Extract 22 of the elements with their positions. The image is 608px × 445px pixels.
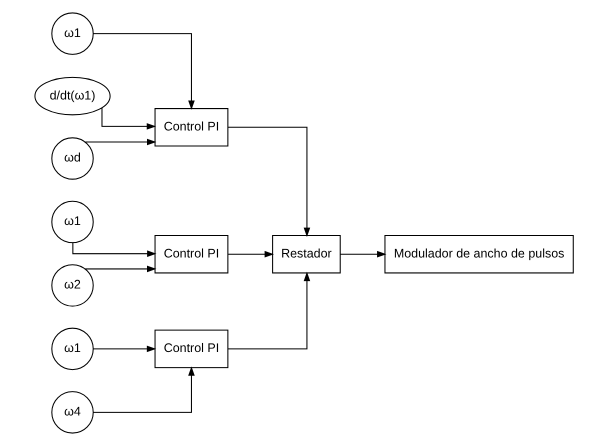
arrow (101, 108, 156, 130)
node-box: Control PI (154, 234, 228, 273)
node-circle: ωd (51, 136, 94, 180)
node-box: Control PI (154, 329, 228, 368)
arrow (84, 265, 156, 272)
arrow (93, 366, 195, 412)
node-ellipse: d/dt(ω1) (34, 76, 111, 115)
arrow (93, 345, 156, 352)
node-box: Modulador de ancho de pulsos (384, 234, 574, 273)
arrow (228, 250, 274, 257)
arrow (228, 126, 310, 237)
node-circle: ω4 (51, 390, 94, 434)
node-circle: ω1 (51, 12, 94, 54)
arrow (228, 271, 310, 349)
arrow (93, 32, 195, 110)
node-circle: ω2 (51, 264, 94, 306)
node-box: Control PI (154, 108, 228, 146)
arrow (340, 250, 386, 257)
node-box: Restador (272, 234, 341, 273)
node-circle: ω1 (51, 200, 94, 243)
node-circle: ω1 (51, 327, 94, 370)
arrow (84, 138, 156, 145)
